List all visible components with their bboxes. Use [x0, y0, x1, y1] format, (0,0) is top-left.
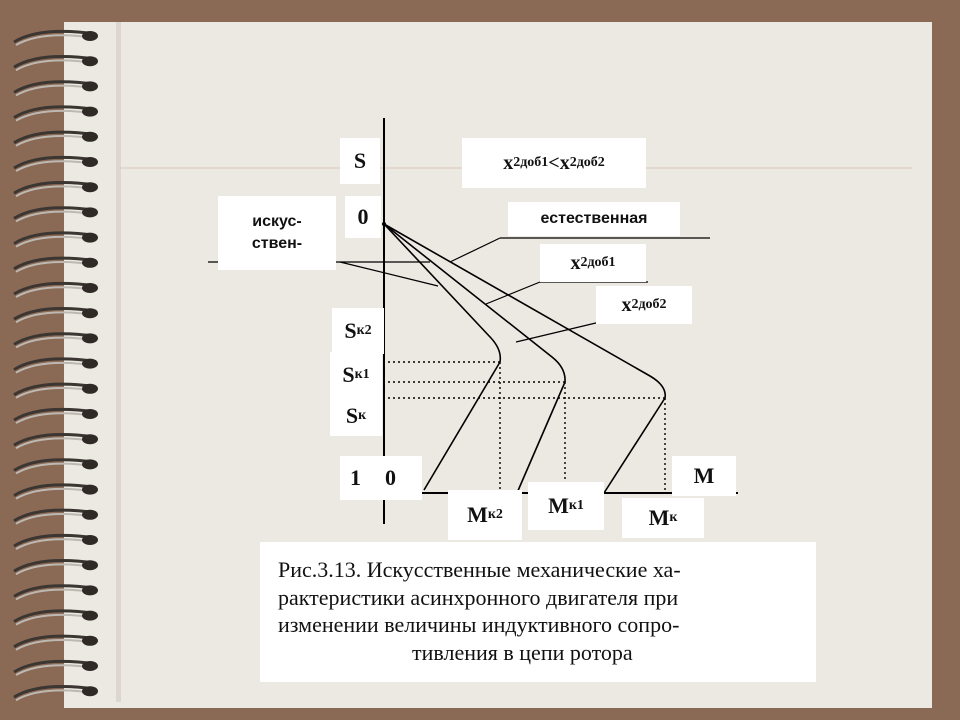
natural-leader: [449, 237, 501, 263]
spiral-ring: [13, 332, 98, 349]
spiral-ring: [13, 609, 98, 626]
spiral-ring: [13, 206, 98, 223]
spiral-ring: [13, 256, 98, 273]
curve-x2dob1: [383, 223, 566, 494]
artificial-label-line2: ствен-: [251, 235, 303, 252]
x2-leader: [515, 321, 601, 343]
binding-strip: [116, 22, 121, 702]
spiral-ring: [13, 458, 98, 475]
zero-top-label: 0: [345, 196, 381, 238]
caption-line-2: рактеристики асинхронного двигателя при: [278, 584, 679, 610]
spiral-ring: [13, 407, 98, 424]
spiral-ring: [13, 80, 98, 97]
spiral-ring: [13, 231, 98, 248]
spiral-ring: [13, 584, 98, 601]
caption-line-1: Рис.3.13. Искусственные механические ха-: [278, 557, 681, 582]
spiral-ring: [13, 29, 98, 46]
spiral-ring: [13, 685, 98, 702]
spiral-ring: [13, 130, 98, 147]
spiral-ring: [13, 55, 98, 72]
figure-caption: Рис.3.13. Искусственные механические ха-…: [260, 542, 816, 682]
spiral-ring: [13, 559, 98, 576]
artificial-label: искус- ствен-: [218, 196, 336, 270]
spiral-ring: [13, 634, 98, 651]
x1-leader: [485, 281, 541, 305]
s-axis-label: S: [340, 138, 380, 184]
artificial-label-line1: искус-: [252, 213, 302, 230]
zero-bottom-label: 0: [385, 465, 396, 490]
one-zero-label: 1 0: [340, 456, 422, 500]
spiral-ring: [13, 433, 98, 450]
spiral-ring: [13, 281, 98, 298]
spiral-ring: [13, 508, 98, 525]
spiral-ring: [13, 181, 98, 198]
natural-label: естественная: [508, 202, 680, 236]
m-axis-label: M: [672, 456, 736, 496]
dotted-projections: [388, 361, 666, 493]
spiral-ring: [13, 659, 98, 676]
spiral-ring: [13, 307, 98, 324]
spiral-ring: [13, 155, 98, 172]
spiral-ring: [13, 357, 98, 374]
one-label: 1: [350, 465, 361, 490]
caption-line-3: изменении величины индуктивного сопро-: [278, 612, 680, 637]
spiral-ring: [13, 105, 98, 122]
caption-line-4: тивления в цепи ротора: [412, 639, 633, 665]
artificial-leader-2: [339, 261, 439, 287]
curve-x2dob2: [383, 223, 502, 491]
spiral-ring: [13, 382, 98, 399]
origin-dot: [382, 222, 386, 226]
spiral-binding: [13, 22, 121, 702]
curve-natural: [383, 223, 667, 494]
spiral-ring: [13, 483, 98, 500]
spiral-ring: [13, 533, 98, 550]
